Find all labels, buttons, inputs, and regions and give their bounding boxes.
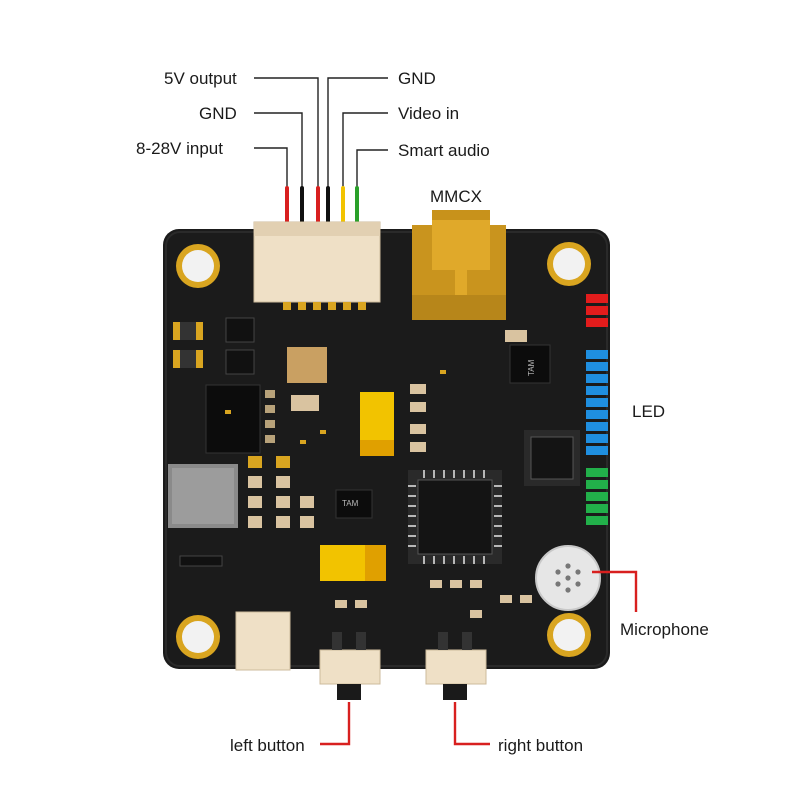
label-mmcx: MMCX xyxy=(430,187,482,206)
led-blue-group xyxy=(586,350,608,455)
leader-lines-top xyxy=(254,77,388,188)
label-smart-audio: Smart audio xyxy=(398,141,490,160)
chip-marking-1: TAM xyxy=(527,359,536,376)
mounting-hole-br xyxy=(547,613,591,657)
chip-marking-2: TAM xyxy=(342,499,359,508)
right-button-component xyxy=(425,632,487,700)
secondary-chip xyxy=(524,430,580,486)
leader-right-button xyxy=(453,702,490,746)
led-green-group xyxy=(586,468,608,525)
left-button-component xyxy=(319,632,381,700)
label-8-28v-input: 8-28V input xyxy=(136,139,223,158)
label-led: LED xyxy=(632,402,665,421)
label-left-button: left button xyxy=(230,736,305,755)
leader-microphone xyxy=(592,570,638,612)
label-gnd-right: GND xyxy=(398,69,436,88)
top-wire-connector xyxy=(253,221,381,310)
label-right-button: right button xyxy=(498,736,583,755)
leader-8-28v-input xyxy=(254,147,288,188)
led-red-group xyxy=(586,294,608,327)
bottom-left-connector xyxy=(235,611,291,671)
leader-gnd-left xyxy=(254,112,303,188)
microphone-component xyxy=(535,545,601,611)
label-microphone: Microphone xyxy=(620,620,709,639)
leader-video-in xyxy=(342,112,388,188)
label-gnd-left: GND xyxy=(199,104,237,123)
led-strip xyxy=(586,294,608,525)
label-5v-output: 5V output xyxy=(164,69,237,88)
mmcx-connector xyxy=(412,210,506,320)
mounting-hole-tr xyxy=(547,242,591,286)
label-video-in: Video in xyxy=(398,104,459,123)
mounting-hole-bl xyxy=(176,615,220,659)
leader-smart-audio xyxy=(356,149,388,188)
leader-5v-output xyxy=(254,77,319,188)
wire-bundle xyxy=(285,186,359,230)
main-mcu-chip xyxy=(408,470,502,564)
smd-components xyxy=(168,317,551,618)
leader-gnd-right xyxy=(327,77,388,188)
mounting-hole-tl xyxy=(176,244,220,288)
mounting-holes xyxy=(176,242,591,659)
leader-lines-red xyxy=(320,570,638,746)
leader-left-button xyxy=(320,702,351,746)
